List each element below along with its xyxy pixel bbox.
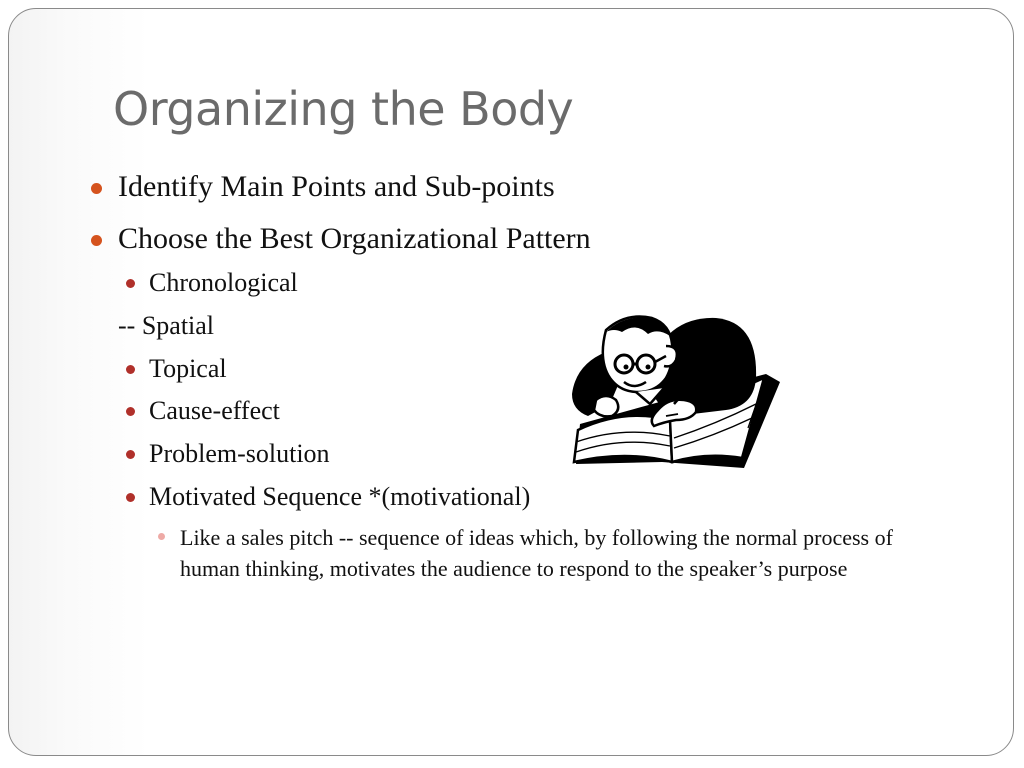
- bullet-text: Like a sales pitch -- sequence of ideas …: [180, 525, 893, 581]
- bullet-chronological: Chronological: [126, 268, 298, 298]
- bullet-text: Choose the Best Organizational Pattern: [118, 222, 591, 255]
- bullet-dot-icon: [126, 365, 135, 374]
- bullet-text: Topical: [149, 354, 227, 383]
- bullet-motivated-sequence: Motivated Sequence *(motivational): [126, 482, 531, 512]
- reading-man-illustration: [572, 315, 780, 468]
- bullet-text: Chronological: [149, 268, 298, 297]
- bullet-dot-icon: [91, 235, 102, 246]
- bullet-dot-icon: [91, 183, 102, 194]
- bullet-text: Identify Main Points and Sub-points: [118, 170, 555, 203]
- bullet-dot-icon: [126, 407, 135, 416]
- slide-title: Organizing the Body: [113, 82, 574, 136]
- bullet-dot-icon: [158, 533, 165, 540]
- slide-frame: [8, 8, 1014, 756]
- bullet-cause-effect: Cause-effect: [126, 396, 280, 426]
- line-spatial: -- Spatial: [118, 311, 214, 341]
- bullet-topical: Topical: [126, 354, 227, 384]
- bullet-text: Problem-solution: [149, 439, 330, 468]
- bullet-sales-pitch: Like a sales pitch -- sequence of ideas …: [158, 522, 900, 584]
- bullet-dot-icon: [126, 493, 135, 502]
- bullet-identify-main-points: Identify Main Points and Sub-points: [91, 169, 555, 205]
- bullet-text: Cause-effect: [149, 396, 280, 425]
- bullet-dot-icon: [126, 450, 135, 459]
- bullet-choose-pattern: Choose the Best Organizational Pattern: [91, 221, 591, 257]
- bullet-problem-solution: Problem-solution: [126, 439, 330, 469]
- bullet-text: -- Spatial: [118, 311, 215, 340]
- bullet-dot-icon: [126, 279, 135, 288]
- bullet-text: Motivated Sequence *(motivational): [149, 482, 531, 511]
